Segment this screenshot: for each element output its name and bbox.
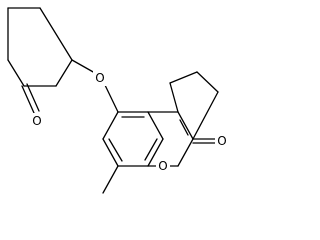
bond xyxy=(169,71,198,84)
bonds xyxy=(7,7,219,194)
atom-labels: O O O O xyxy=(30,70,229,174)
bond xyxy=(108,138,123,162)
bond xyxy=(177,138,194,167)
bond xyxy=(169,82,179,113)
bond xyxy=(7,59,25,87)
bond xyxy=(39,7,73,61)
ether-oxygen-text: O xyxy=(95,71,104,85)
ring-oxygen-label: O xyxy=(156,158,170,174)
bond xyxy=(103,82,119,113)
bond xyxy=(179,119,189,136)
chemical-structure-diagram: O O O O xyxy=(7,7,229,194)
bond xyxy=(147,138,164,167)
bond xyxy=(192,91,219,140)
bond xyxy=(102,138,119,167)
ketone-oxygen-label: O xyxy=(30,113,44,129)
bond xyxy=(177,111,194,140)
bond xyxy=(71,59,96,74)
ketone-oxygen-text: O xyxy=(32,114,41,128)
bond xyxy=(147,111,164,140)
bond xyxy=(55,59,73,87)
bond xyxy=(21,85,35,114)
bond xyxy=(102,165,119,194)
bond xyxy=(102,111,119,140)
bond xyxy=(144,138,158,161)
bond xyxy=(196,71,219,93)
ether-oxygen-label: O xyxy=(93,70,107,86)
lactone-oxygen-text: O xyxy=(217,134,226,148)
ring-oxygen-text: O xyxy=(158,159,167,173)
bond xyxy=(26,83,40,112)
lactone-oxygen-label: O xyxy=(215,133,229,149)
